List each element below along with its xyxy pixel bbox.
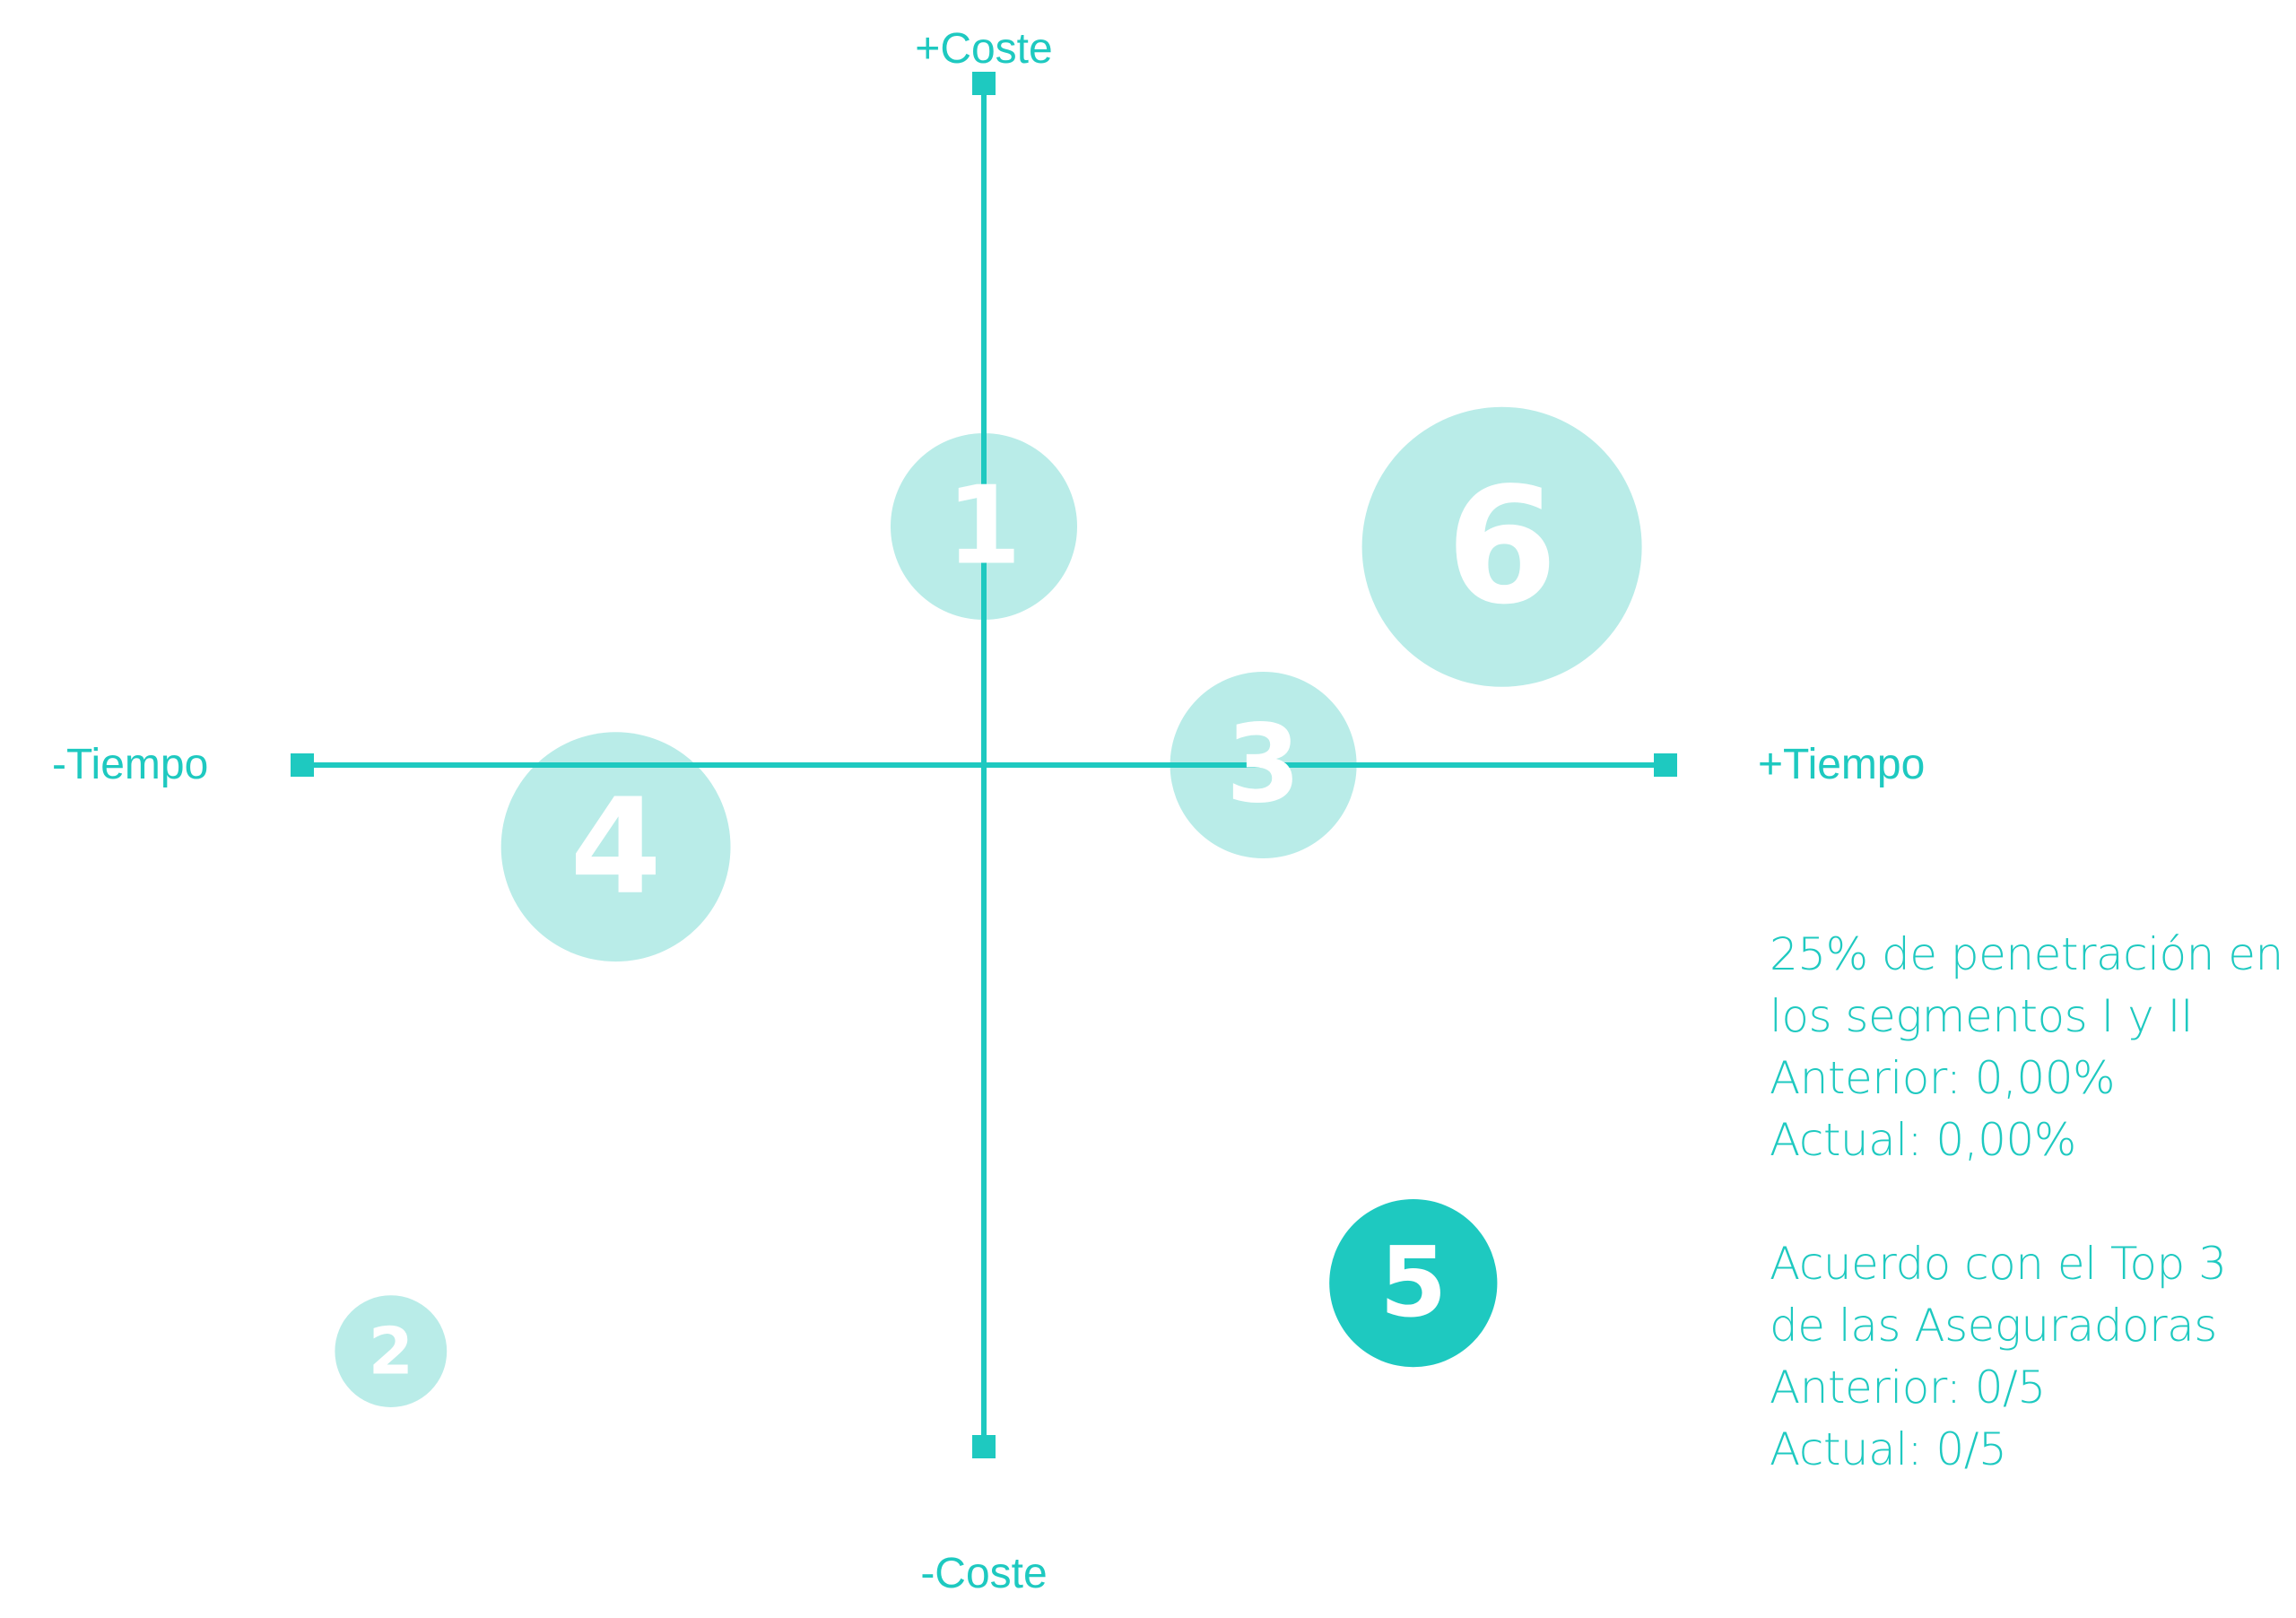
x-axis-positive-label: +Tiempo xyxy=(1758,741,1925,788)
x-axis-negative-label: -Tiempo xyxy=(52,741,208,788)
bubble-label-3: 3 xyxy=(1226,703,1301,828)
y-axis-negative-endpoint xyxy=(972,1435,996,1458)
y-axis-negative-label: -Coste xyxy=(920,1550,1047,1597)
x-axis-negative-endpoint xyxy=(291,753,314,777)
bubble-label-1: 1 xyxy=(946,465,1022,589)
bubble-label-6: 6 xyxy=(1446,454,1558,640)
penetration-title-line1: 25% de penetración en xyxy=(1770,928,2283,980)
axes-layer xyxy=(291,72,1677,1458)
bubble-labels-layer: 1 2 3 4 5 6 xyxy=(369,454,1558,1389)
bubble-2 xyxy=(335,1295,448,1407)
x-axis-positive-endpoint xyxy=(1654,753,1677,777)
agreement-current: Actual: 0/5 xyxy=(1770,1423,2007,1475)
agreement-title-line1: Acuerdo con el Top 3 xyxy=(1770,1238,2227,1290)
bubble-5 xyxy=(1329,1199,1498,1368)
bubble-label-2: 2 xyxy=(369,1314,413,1389)
penetration-info: 25% de penetración en los segmentos I y … xyxy=(1770,924,2290,1171)
penetration-previous: Anterior: 0,00% xyxy=(1770,1052,2116,1104)
penetration-title-line2: los segmentos I y II xyxy=(1770,990,2194,1042)
agreement-title-line2: de las Aseguradoras xyxy=(1770,1300,2217,1352)
agreement-previous: Anterior: 0/5 xyxy=(1770,1361,2046,1414)
bubble-6 xyxy=(1361,406,1642,687)
bubbles-layer xyxy=(335,406,1642,1407)
y-axis-positive-endpoint xyxy=(972,72,996,95)
penetration-current: Actual: 0,00% xyxy=(1770,1114,2076,1166)
y-axis-positive-label: +Coste xyxy=(915,25,1052,73)
agreement-info: Acuerdo con el Top 3 de las Aseguradoras… xyxy=(1770,1233,2290,1481)
info-panel: 25% de penetración en los segmentos I y … xyxy=(1770,924,2290,1481)
bubble-label-5: 5 xyxy=(1379,1227,1447,1339)
bubble-4 xyxy=(500,732,731,962)
bubble-label-4: 4 xyxy=(570,770,661,924)
